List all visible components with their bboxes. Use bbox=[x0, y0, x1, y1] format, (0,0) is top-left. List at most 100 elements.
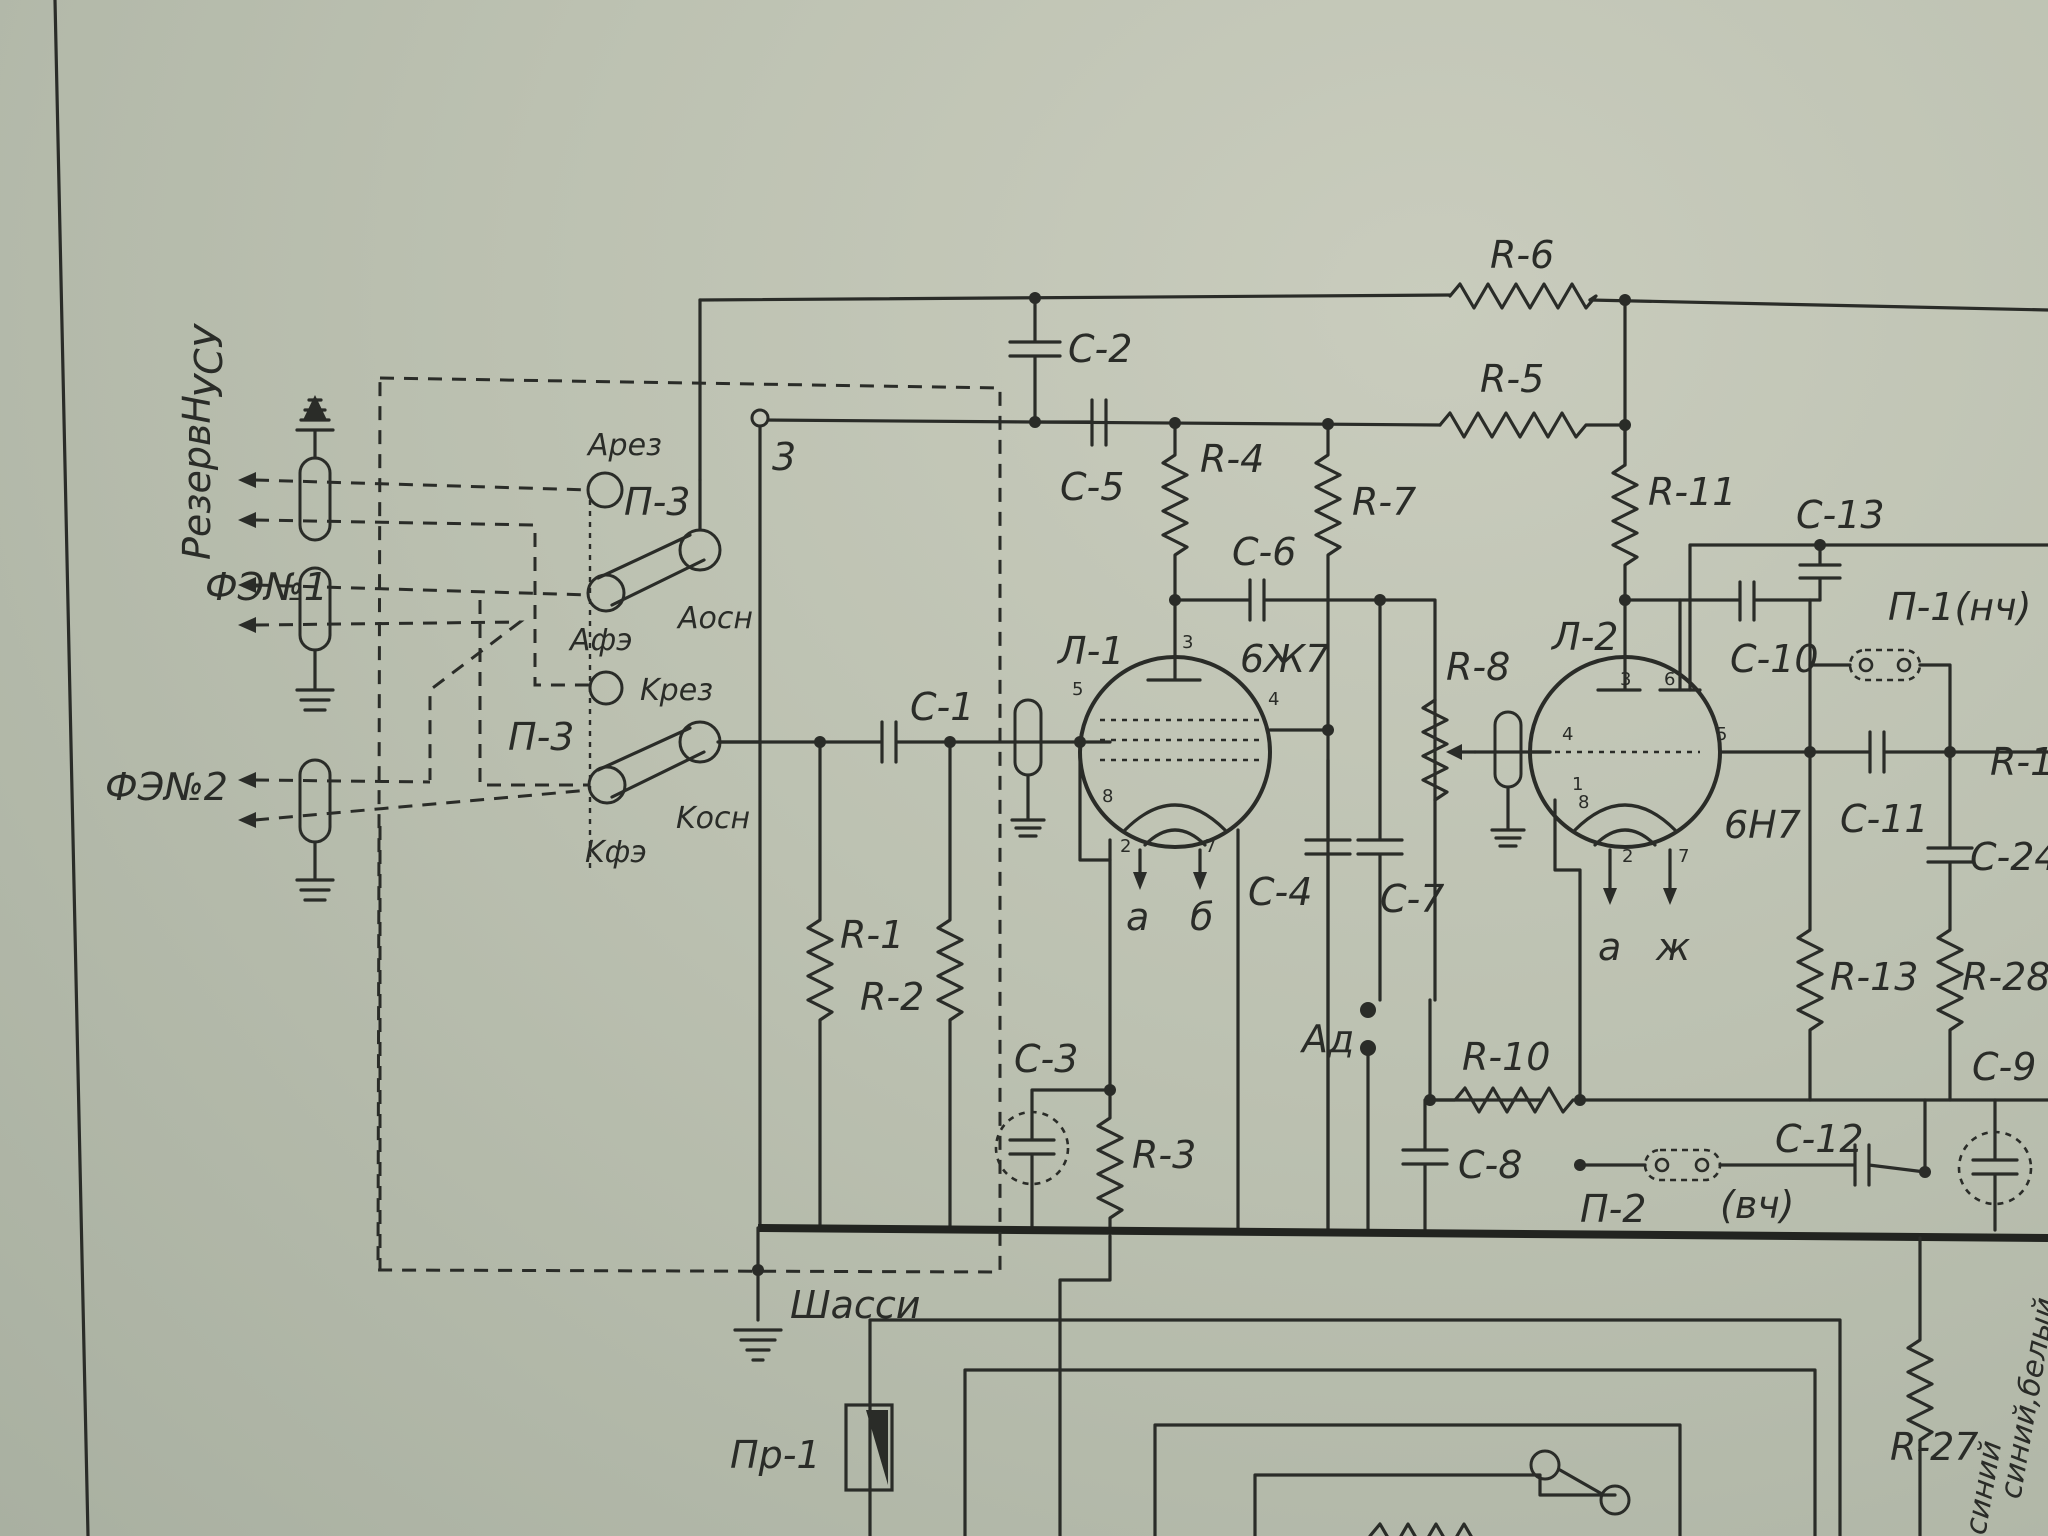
resistor-r1 bbox=[806, 740, 834, 1230]
capacitor-c7 bbox=[1356, 598, 1404, 1002]
jumper-pin bbox=[1694, 1157, 1710, 1173]
resistor-r5 bbox=[1438, 411, 1627, 439]
filament-arrows bbox=[1133, 872, 1207, 890]
switch-p3-a-lever bbox=[596, 533, 706, 607]
tube-l2-heater bbox=[1593, 828, 1657, 847]
capacitor-c1 bbox=[716, 720, 1112, 764]
label-c1: C-1 bbox=[910, 685, 974, 729]
resistor-r4 bbox=[1161, 421, 1189, 602]
contact-afe bbox=[586, 573, 626, 613]
cable-link bbox=[478, 600, 590, 787]
filament-leads-2 bbox=[1608, 848, 1672, 897]
label-filament-b: б bbox=[1190, 895, 1213, 939]
label-c3: C-3 bbox=[1014, 1037, 1078, 1081]
tube-l2-cathode bbox=[1573, 803, 1677, 832]
output-arrows bbox=[238, 472, 256, 828]
pin-label: 8 bbox=[1102, 786, 1113, 807]
tube-l1-cathode bbox=[1123, 803, 1227, 832]
capacitor-c10 bbox=[1623, 580, 1822, 622]
wire bbox=[1078, 743, 1112, 862]
pin-label: 2 bbox=[1622, 846, 1633, 867]
ground-symbol bbox=[1010, 773, 1046, 838]
filament-arrows-2 bbox=[1603, 888, 1677, 905]
node bbox=[1574, 1159, 1586, 1171]
power-wire bbox=[963, 1368, 1817, 1536]
label-c12: C-12 bbox=[1775, 1117, 1864, 1161]
label-pr1: Пр-1 bbox=[730, 1433, 821, 1477]
resistor-r6 bbox=[1448, 282, 1598, 310]
grid-shield-2 bbox=[1493, 710, 1523, 789]
label-c24: C-24 bbox=[1970, 835, 2048, 879]
label-l1: Л-1 bbox=[1056, 629, 1124, 673]
label-c5: C-5 bbox=[1060, 465, 1124, 509]
ground-symbol bbox=[295, 840, 335, 902]
wire bbox=[1808, 663, 1952, 762]
label-kfe: Kфэ bbox=[585, 835, 647, 870]
label-r15: R-1 bbox=[1990, 740, 2048, 784]
tube-l2-anodes bbox=[1596, 598, 1702, 692]
label-r8: R-8 bbox=[1446, 645, 1510, 689]
tube-l1-envelope bbox=[1078, 655, 1272, 849]
grid-shield bbox=[1013, 698, 1043, 777]
label-p1: П-1(нч) bbox=[1888, 585, 2031, 629]
switch-contact bbox=[1599, 1484, 1631, 1516]
label-r28: R-28 bbox=[1962, 955, 2048, 999]
pin-label: 5 bbox=[1072, 679, 1083, 700]
contact-arez bbox=[586, 471, 624, 509]
pin-label: 6 bbox=[1664, 669, 1675, 690]
cable-rez-1 bbox=[254, 478, 591, 492]
ground-symbol bbox=[295, 648, 335, 712]
node bbox=[1574, 1094, 1586, 1106]
label-r2: R-2 bbox=[860, 975, 924, 1019]
pin-label: 1 bbox=[1572, 774, 1583, 795]
label-r13: R-13 bbox=[1830, 955, 1918, 999]
resistor-r11 bbox=[1611, 423, 1639, 602]
ground-symbol bbox=[1473, 750, 1552, 848]
capacitor-c12 bbox=[1718, 1143, 1927, 1187]
label-c10: C-10 bbox=[1730, 637, 1819, 681]
label-6zh7: 6Ж7 bbox=[1240, 637, 1329, 681]
potentiometer-r8 bbox=[1421, 698, 1449, 802]
pin-label: 3 bbox=[1620, 669, 1631, 690]
label-filament-zh: ж bbox=[1655, 925, 1690, 969]
resistor-bottom bbox=[1368, 1522, 1473, 1536]
wiper-arrow bbox=[1446, 744, 1462, 760]
resistor-r7 bbox=[1314, 422, 1342, 1232]
label-c11: C-11 bbox=[1840, 797, 1929, 841]
label-p2-vch: (вч) bbox=[1720, 1183, 1795, 1227]
label-r10: R-10 bbox=[1462, 1035, 1550, 1079]
wire bbox=[1058, 1234, 1112, 1536]
label-kosn: Kосн bbox=[676, 801, 750, 836]
label-fe1: ФЭ№1 bbox=[205, 565, 328, 609]
label-filament-a2: a bbox=[1598, 925, 1621, 969]
connector-fe2 bbox=[298, 758, 332, 844]
label-r1: R-1 bbox=[840, 913, 904, 957]
label-afe: Aфэ bbox=[568, 623, 633, 658]
resistor-r13 bbox=[1796, 598, 1824, 1102]
label-rezervn: РезервН bbox=[175, 395, 219, 560]
label-c8: C-8 bbox=[1458, 1143, 1522, 1187]
label-r7: R-7 bbox=[1352, 480, 1416, 524]
label-usu: УСУ bbox=[187, 322, 231, 398]
capacitor-c5 bbox=[1033, 398, 1108, 447]
label-r27: R-27 bbox=[1890, 1425, 1978, 1469]
cable-fe1-2 bbox=[254, 620, 525, 780]
label-r6: R-6 bbox=[1490, 233, 1554, 277]
label-r11: R-11 bbox=[1648, 470, 1736, 514]
switch-p3-boundary bbox=[376, 376, 1002, 1274]
pin-label: 8 bbox=[1578, 792, 1589, 813]
pin-label: 5 bbox=[1716, 724, 1727, 745]
cable-fe2-2 bbox=[254, 788, 591, 822]
top-rail-wire-right bbox=[1588, 298, 2048, 312]
label-6n7: 6Н7 bbox=[1724, 803, 1801, 847]
pin-label: 4 bbox=[1562, 724, 1573, 745]
filament-leads bbox=[1138, 848, 1202, 882]
jumper-pin bbox=[1896, 657, 1912, 673]
cable-fe1-1 bbox=[254, 583, 591, 597]
node bbox=[1322, 724, 1334, 736]
switch-wire bbox=[1253, 1473, 1617, 1536]
contact-aosn bbox=[678, 528, 722, 572]
power-wire bbox=[1153, 1423, 1682, 1536]
top-rail-wire bbox=[698, 293, 1452, 302]
